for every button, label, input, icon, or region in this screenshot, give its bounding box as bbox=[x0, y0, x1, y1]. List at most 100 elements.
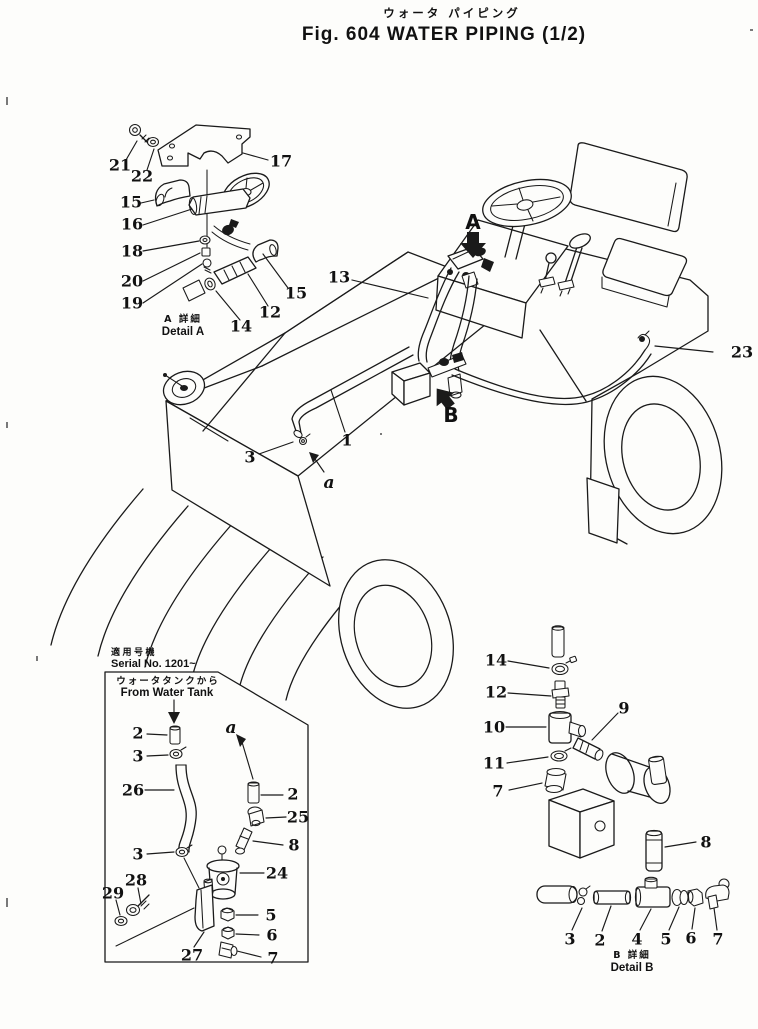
water-tank bbox=[162, 251, 513, 587]
callout-4c: 4 bbox=[631, 930, 642, 949]
callout-17: 17 bbox=[270, 152, 292, 171]
machine-drawing bbox=[50, 142, 723, 709]
step-box bbox=[586, 477, 620, 544]
callout-15b: 15 bbox=[285, 284, 307, 303]
cylinder-8b bbox=[645, 829, 663, 872]
marker-a-arrow-icon bbox=[460, 232, 486, 258]
inset-parts bbox=[114, 725, 265, 959]
inset-point-a-arrow-icon bbox=[236, 734, 246, 747]
fitting-20 bbox=[201, 247, 211, 257]
inset-box-border bbox=[104, 671, 309, 963]
hose-detail-a bbox=[211, 225, 251, 251]
marker-b-letter: B bbox=[443, 403, 458, 427]
title-english: Fig. 604 WATER PIPING (1/2) bbox=[302, 24, 586, 45]
pipe-1 bbox=[291, 346, 414, 446]
detail-a-caption-jp: A 詳細 bbox=[164, 313, 202, 325]
nipple-8 bbox=[234, 827, 253, 855]
callout-23: 23 bbox=[731, 343, 753, 362]
callout-3a: 3 bbox=[132, 747, 143, 766]
fitting-12b bbox=[551, 680, 570, 709]
pump-body bbox=[548, 752, 671, 859]
scan-marks bbox=[6, 29, 753, 907]
nipple-9 bbox=[572, 737, 604, 761]
serial-note-en: Serial No. 1201~ bbox=[111, 658, 196, 670]
detail-b-caption-jp: B 詳細 bbox=[613, 949, 651, 961]
elbow-15-right bbox=[252, 239, 279, 263]
hose-stub bbox=[182, 279, 206, 302]
callout-14b: 14 bbox=[485, 651, 507, 670]
callout-8b: 8 bbox=[700, 833, 711, 852]
detail-a-group: 21 22 17 15 16 18 20 19 15 12 14 A 詳細 De… bbox=[109, 123, 307, 338]
callout-29: 29 bbox=[102, 884, 124, 903]
callout-27: 27 bbox=[181, 946, 203, 965]
callout-3b: 3 bbox=[132, 845, 143, 864]
clamp-23 bbox=[639, 336, 645, 342]
control-levers bbox=[538, 233, 591, 297]
rear-body bbox=[505, 246, 709, 545]
sprinkler-assembly bbox=[391, 352, 467, 406]
callout-2c: 2 bbox=[594, 931, 605, 950]
fitting-25 bbox=[247, 806, 265, 827]
callout-26: 26 bbox=[122, 781, 144, 800]
from-water-tank-en: From Water Tank bbox=[121, 687, 214, 699]
callout-14: 14 bbox=[230, 317, 252, 336]
callout-7c: 7 bbox=[712, 930, 723, 949]
detail-b-caption-en: Detail B bbox=[611, 962, 654, 974]
callout-7a: 7 bbox=[492, 782, 503, 801]
callout-12b: 12 bbox=[485, 683, 507, 702]
callout-25: 25 bbox=[287, 808, 309, 827]
bracket-17 bbox=[157, 124, 251, 248]
bolt-28 bbox=[125, 894, 150, 917]
callout-1: 1 bbox=[341, 431, 352, 450]
tank-weight bbox=[536, 885, 578, 904]
marker-a-letter: A bbox=[465, 210, 481, 234]
detail-b-parts bbox=[536, 625, 730, 910]
callout-5i: 5 bbox=[265, 906, 276, 925]
inset-leaders bbox=[115, 733, 287, 958]
detail-a-leaders bbox=[125, 140, 289, 321]
callout-22: 22 bbox=[131, 167, 153, 186]
clamp-3b bbox=[175, 846, 189, 858]
tube-2c bbox=[593, 890, 631, 905]
callout-8i: 8 bbox=[288, 836, 299, 855]
title-japanese: ウォータ パイピング bbox=[383, 6, 521, 20]
front-drums bbox=[50, 488, 454, 709]
bracket-27 bbox=[194, 878, 215, 932]
callout-18: 18 bbox=[121, 242, 143, 261]
serial-note-jp: 適用号機 bbox=[111, 646, 157, 658]
marker-b-arrow-icon bbox=[436, 388, 455, 410]
clamp-14-part bbox=[204, 277, 216, 291]
fitting-18 bbox=[199, 235, 211, 245]
tee-10 bbox=[548, 710, 587, 744]
valve-16 bbox=[188, 188, 251, 236]
callout-16: 16 bbox=[121, 215, 143, 234]
callout-24: 24 bbox=[266, 864, 288, 883]
lever-knob bbox=[569, 233, 591, 249]
callout-20: 20 bbox=[121, 272, 143, 291]
hose-26 bbox=[175, 764, 187, 851]
clamp-3c bbox=[578, 887, 588, 897]
bolt-21 bbox=[128, 123, 150, 145]
clamp-14b bbox=[551, 655, 578, 676]
callout-12: 12 bbox=[259, 303, 281, 322]
lever-ball-knob bbox=[545, 252, 557, 264]
serial-inset-group: 適用号機 Serial No. 1201~ ウォータタンクから From Wat… bbox=[102, 646, 309, 968]
elbow-15-left bbox=[154, 179, 191, 207]
hose-23 bbox=[451, 330, 652, 406]
callout-5c: 5 bbox=[660, 930, 671, 949]
clamp-3a bbox=[169, 748, 183, 760]
flow-arrow-icon bbox=[168, 712, 180, 724]
rear-wheel bbox=[603, 375, 723, 535]
detail-b-group: 14 12 10 9 11 7 8 3 2 4 5 6 7 B 詳細 Detai… bbox=[483, 625, 730, 974]
callout-21: 21 bbox=[109, 156, 131, 175]
callout-19: 19 bbox=[121, 294, 143, 313]
elbow-7 bbox=[218, 941, 238, 959]
hose-stub bbox=[551, 626, 565, 658]
steering-wheel bbox=[482, 178, 572, 260]
hose-end-2 bbox=[169, 726, 181, 745]
clamp-3 bbox=[298, 436, 308, 446]
elbow-7b-upper bbox=[544, 767, 567, 794]
main-callouts: 13 1 3 23 A B a bbox=[244, 210, 753, 493]
seat-backrest bbox=[569, 142, 688, 233]
